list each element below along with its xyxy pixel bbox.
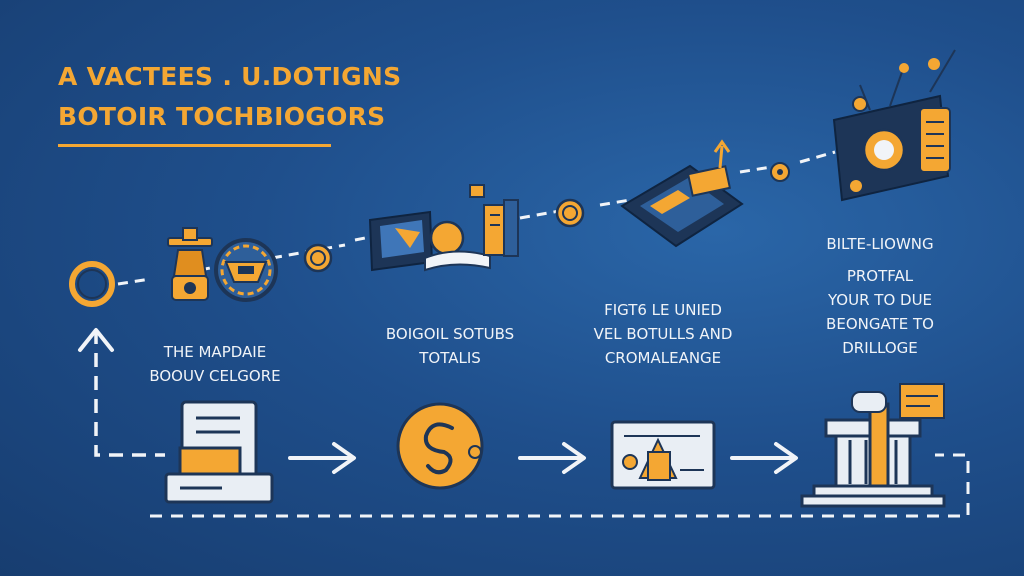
title-line-2: BOTOIR TOCHBIOGORS [58, 102, 386, 131]
caption-line: FIGT6 LE UNIED [604, 301, 722, 319]
step-caption-1: THE MAPDAIE BOOUV CELGORE [140, 340, 290, 388]
flow-arrow-icon [518, 442, 586, 474]
laptop-coins-chart-icon [832, 49, 956, 202]
telescope-machine-icon [167, 227, 213, 301]
caption-line: DRILLOGE [842, 339, 918, 357]
return-loop-path [94, 330, 165, 457]
gear-small-icon [770, 162, 790, 182]
caption-line: CROMALEANGE [604, 349, 722, 367]
caption-line: YOUR TO DUE [827, 291, 933, 309]
caption-line: BILTE-LIOWNG [826, 235, 934, 253]
caption-line: BOIGOIL SOTUBS [385, 325, 515, 343]
flow-arrow-icon [730, 442, 798, 474]
ring-icon [69, 261, 115, 307]
return-arrow-head-icon [78, 328, 114, 352]
bank-building-icon [800, 383, 946, 508]
caption-line: THE MAPDAIE [163, 343, 267, 361]
screen-chart-icon [610, 420, 716, 490]
caption-line: TOTALIS [419, 349, 481, 367]
coin-circle-icon [396, 402, 484, 490]
coin-small-icon [303, 243, 333, 273]
caption-line: PROTFAL [846, 267, 914, 285]
document-stack-icon [164, 400, 274, 504]
caption-line: BEONGATE TO [826, 315, 934, 333]
step-caption-3: FIGT6 LE UNIED VEL BOTULLS AND CROMALEAN… [580, 298, 746, 370]
coin-small-icon [555, 198, 585, 228]
title-line-1: A VACTEES . U.DOTIGNS [58, 62, 402, 91]
step-caption-2: BOIGOIL SOTUBS TOTALIS [375, 322, 525, 370]
page-title: A VACTEES . U.DOTIGNS BOTOIR TOCHBIOGORS [58, 60, 401, 134]
laptop-books-icon [368, 184, 519, 272]
flow-arrow-icon [288, 442, 356, 474]
step-caption-4: BILTE-LIOWNG PROTFAL YOUR TO DUE BEONGAT… [800, 232, 960, 360]
tablet-documents-icon [620, 139, 744, 248]
bottom-dashed-line [150, 453, 970, 518]
caption-line: BOOUV CELGORE [149, 367, 281, 385]
title-underline [58, 144, 331, 147]
gear-wheel-icon [214, 238, 278, 302]
caption-line: VEL BOTULLS AND [593, 325, 733, 343]
